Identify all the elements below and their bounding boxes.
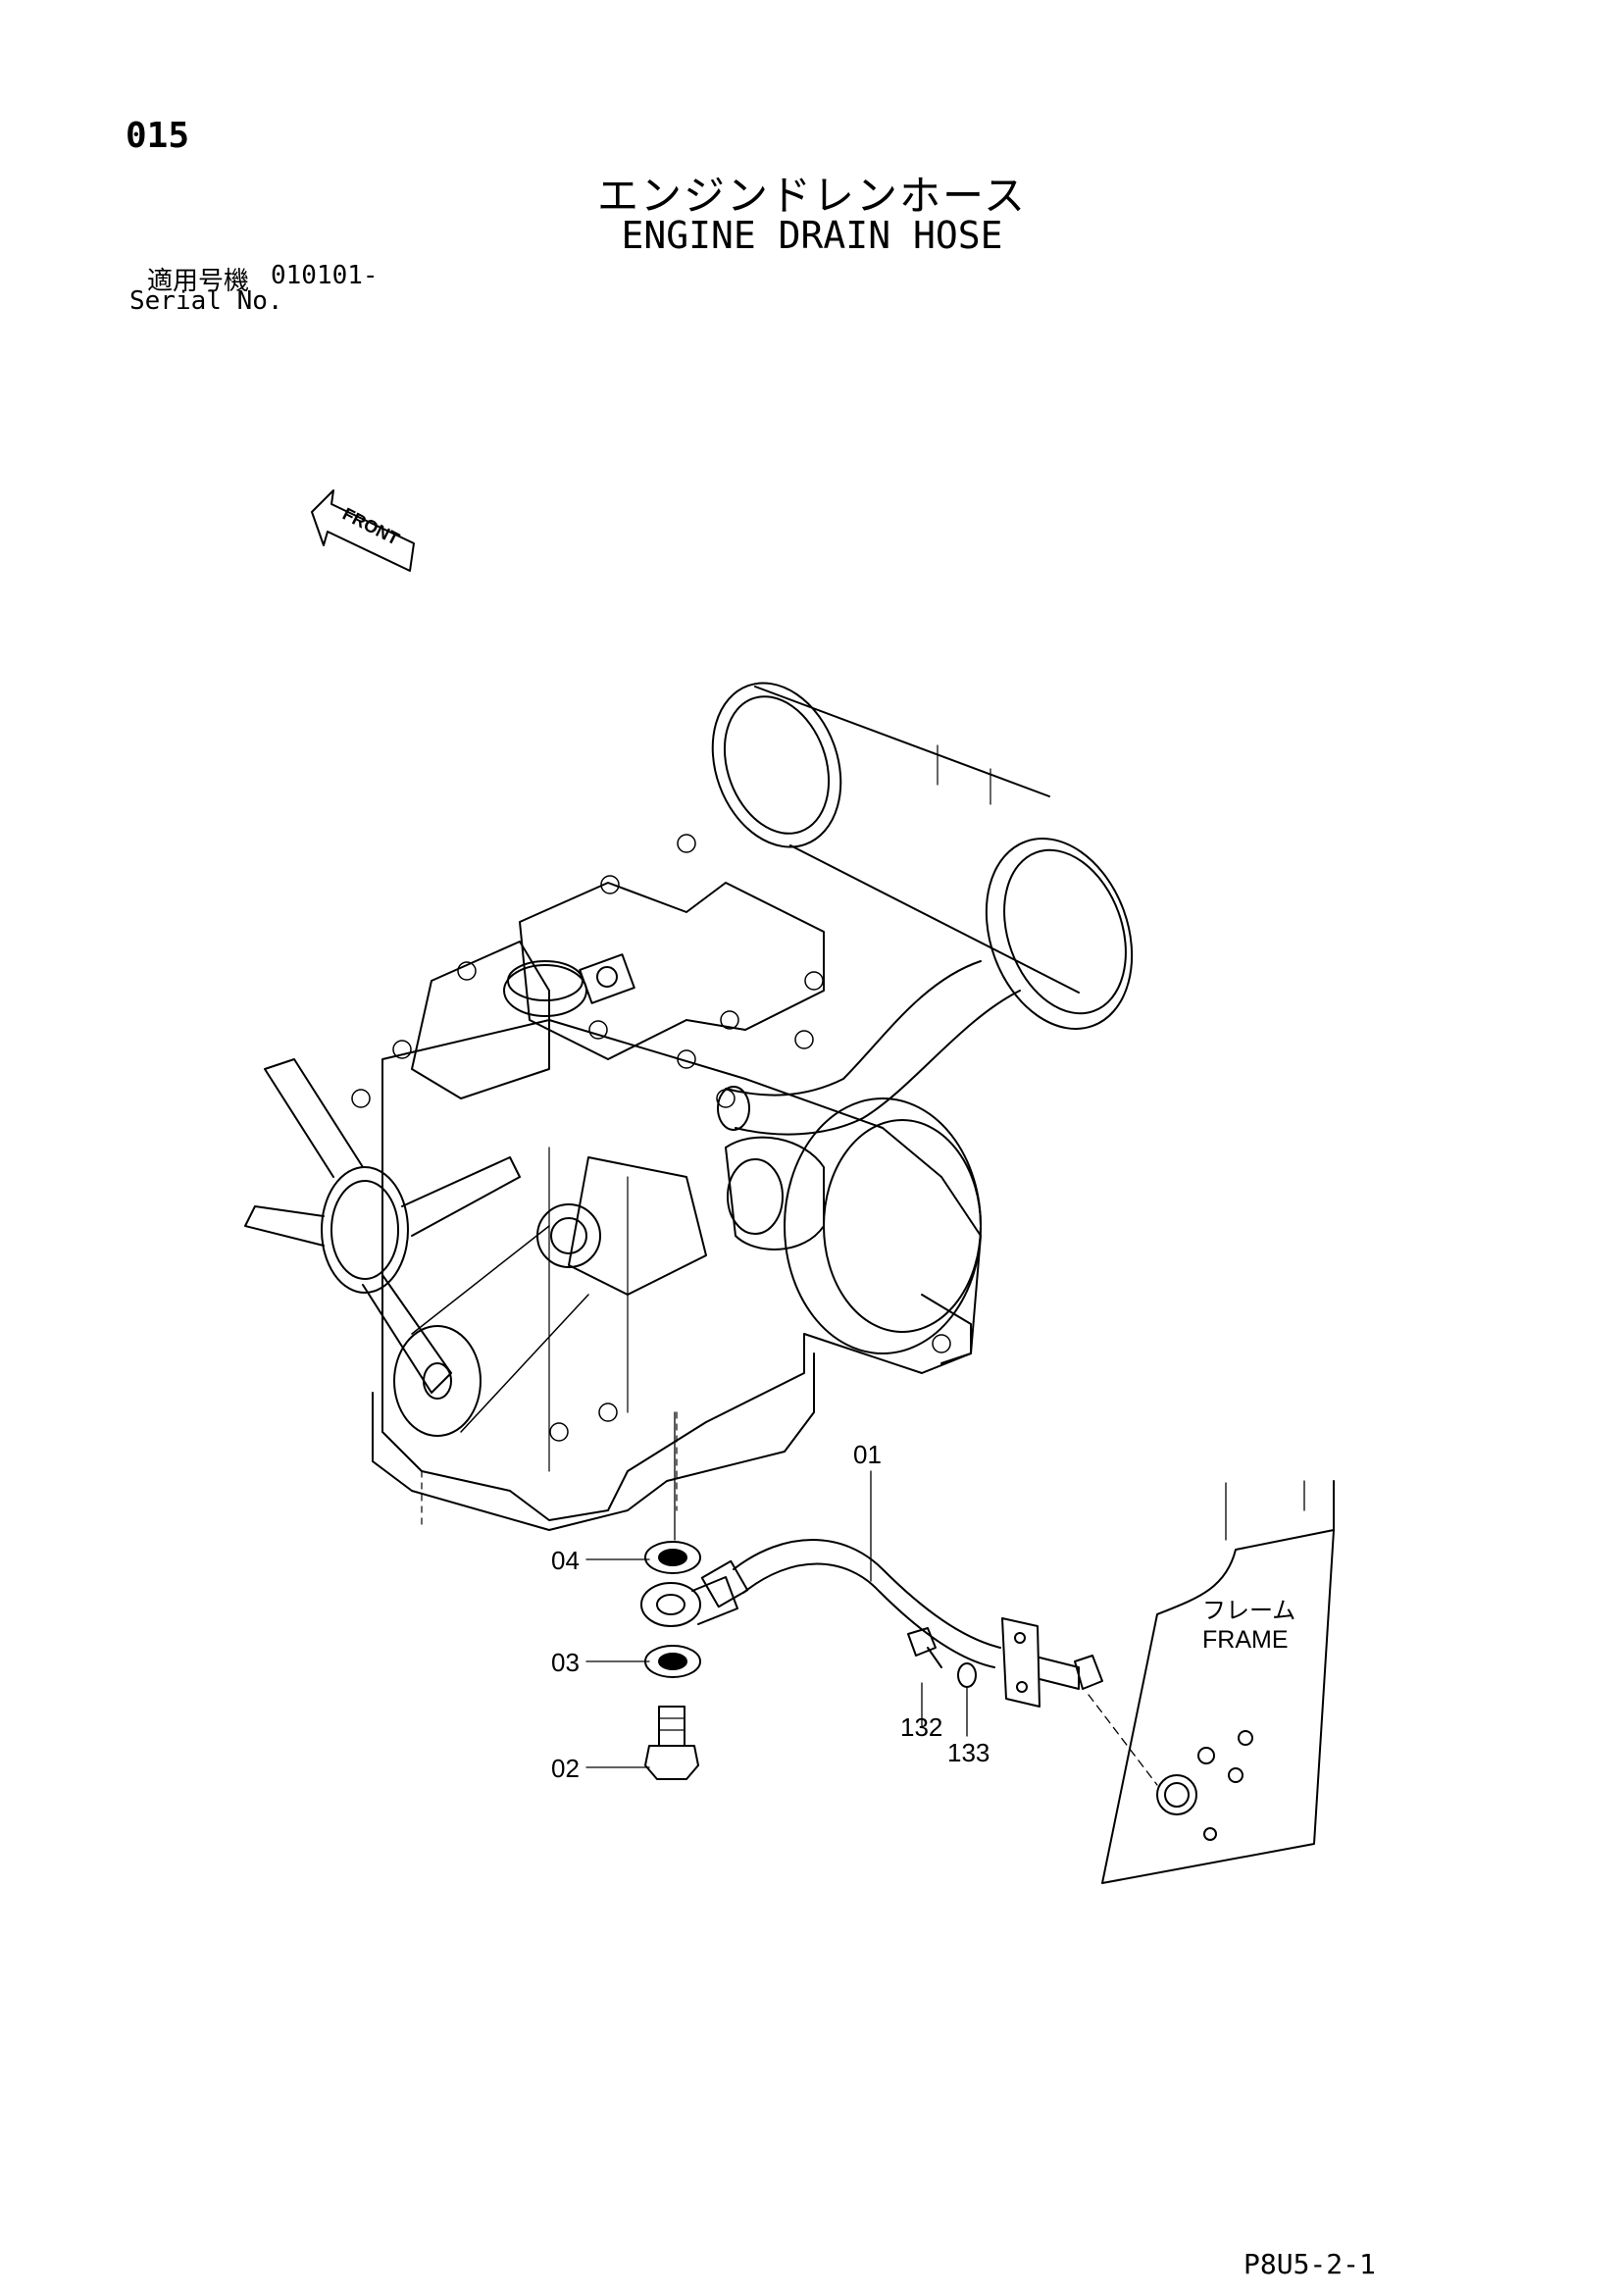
- screw: [908, 1628, 941, 1667]
- callout-hose: 01: [853, 1440, 882, 1469]
- hose-flange: [1002, 1618, 1102, 1707]
- air-cleaner: [690, 665, 1157, 1049]
- serial-label: Serial No.: [129, 286, 283, 316]
- cooling-fan: [245, 1059, 588, 1436]
- intake-pipe: [718, 961, 1020, 1135]
- footer-code: P8U5-2-1: [1243, 2248, 1376, 2280]
- frame-label-japanese: フレーム: [1202, 1597, 1296, 1624]
- banjo-fitting: [641, 1577, 737, 1626]
- callout-screw: 132: [900, 1712, 943, 1742]
- banjo-bolt: [645, 1707, 698, 1779]
- front-arrow-icon: FRONT: [312, 490, 414, 571]
- drain-hose: [702, 1540, 1000, 1667]
- callout-washer-lower: 03: [551, 1648, 580, 1677]
- callout-washer-upper: 04: [551, 1546, 580, 1575]
- clamp-washer: [958, 1663, 976, 1687]
- frame-label: FRAME: [1202, 1626, 1289, 1654]
- washer-upper: [645, 1542, 700, 1573]
- engine-block: [352, 835, 981, 1530]
- leader-lines: [586, 1412, 967, 1767]
- serial-number-value: 010101-: [271, 261, 379, 290]
- callout-bolt: 02: [551, 1754, 580, 1783]
- callout-clamp-washer: 133: [947, 1738, 990, 1767]
- page-title: ENGINE DRAIN HOSE: [621, 214, 1003, 257]
- frame-panel: [1089, 1481, 1334, 1883]
- page-number: 015: [126, 116, 190, 156]
- washer-lower: [645, 1646, 700, 1677]
- page-title-japanese: エンジンドレンホース: [597, 172, 1027, 220]
- serial-label-japanese: 適用号機: [147, 267, 250, 296]
